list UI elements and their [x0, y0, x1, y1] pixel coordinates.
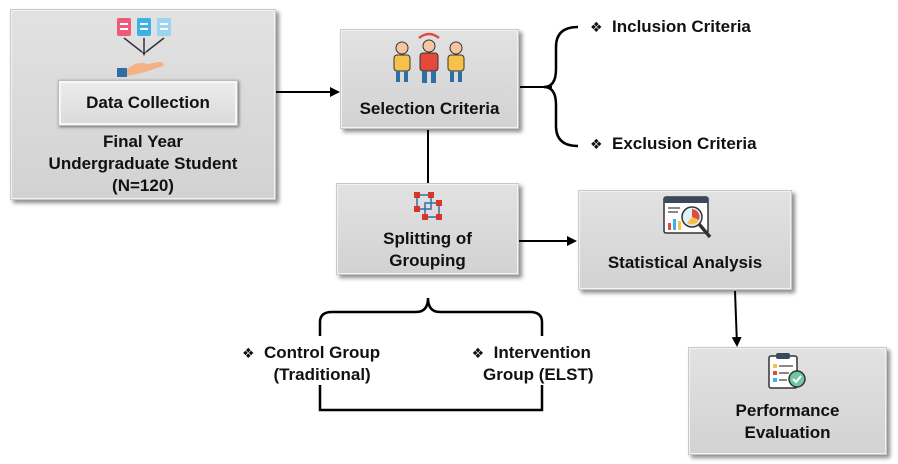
criteria-brace [543, 25, 579, 148]
exclusion-criteria-item: ❖ Exclusion Criteria [590, 133, 757, 155]
analytics-dashboard-icon [663, 196, 712, 239]
bullet-icon: ❖ [471, 345, 485, 361]
bullet-icon: ❖ [590, 19, 603, 35]
intervention-group-item: ❖ Intervention Group (ELST) [469, 342, 594, 386]
inclusion-criteria-label: Inclusion Criteria [612, 17, 751, 36]
splitting-line-1: Splitting of [383, 229, 472, 248]
exclusion-criteria-label: Exclusion Criteria [612, 134, 757, 153]
performance-evaluation-box: Performance Evaluation [688, 347, 887, 455]
population-line-1: Final Year [102, 132, 183, 151]
intervention-group-line-1: Intervention [493, 343, 591, 362]
selection-criteria-box: Selection Criteria [340, 29, 519, 129]
arrow-analysis-to-performance [731, 290, 742, 347]
groups-top-brace [318, 297, 544, 336]
data-collection-button[interactable]: Data Collection [58, 80, 238, 126]
statistical-analysis-box: Statistical Analysis [578, 190, 792, 290]
performance-line-2: Evaluation [744, 423, 831, 442]
documents-hand-icon [117, 18, 171, 77]
performance-line-1: Performance [735, 401, 840, 420]
people-group-icon [393, 32, 465, 83]
clipboard-checklist-icon [768, 353, 806, 389]
statistical-analysis-label: Statistical Analysis [607, 253, 763, 272]
control-group-line-1: Control Group [264, 343, 381, 362]
data-collection-box: Data Collection Final Year Undergraduate… [10, 9, 276, 200]
control-group-item: ❖ Control Group (Traditional) [242, 342, 380, 386]
groups-bottom-bracket [318, 385, 544, 412]
population-line-2: Undergraduate Student [48, 154, 238, 173]
selection-criteria-label: Selection Criteria [359, 99, 500, 118]
bullet-icon: ❖ [590, 136, 603, 152]
inclusion-criteria-item: ❖ Inclusion Criteria [590, 16, 751, 38]
vector-nodes-icon [414, 192, 442, 220]
population-line-3: (N=120) [112, 176, 174, 195]
bullet-icon: ❖ [242, 345, 255, 361]
splitting-grouping-box: Splitting of Grouping [336, 183, 519, 275]
intervention-group-line-2: Group (ELST) [483, 365, 594, 384]
control-group-line-2: (Traditional) [273, 365, 371, 384]
splitting-line-2: Grouping [389, 251, 466, 270]
